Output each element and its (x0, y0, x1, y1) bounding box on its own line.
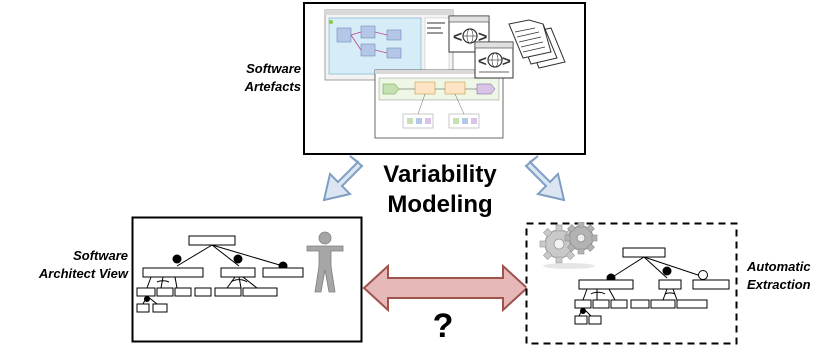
left-down-arrow (322, 155, 364, 202)
software-artefacts-label: Software Artefacts (196, 60, 301, 96)
automatic-extraction-box (525, 222, 738, 345)
automatic-label-line1: Automatic (747, 259, 811, 274)
feature-tree-architect (136, 235, 304, 313)
xml-document-icon-2: < > (474, 41, 514, 79)
architect-label-line2: Architect View (38, 266, 128, 281)
svg-text:<: < (453, 29, 462, 46)
gears-icon (539, 222, 598, 269)
title-line-1: Variability (383, 161, 497, 188)
question-mark: ? (432, 307, 454, 345)
variability-modeling-title: Variability Modeling (360, 160, 520, 220)
svg-text:>: > (478, 29, 487, 46)
software-artefacts-box: < > < > (303, 2, 586, 155)
feature-tree-extracted (574, 247, 730, 325)
person-icon (306, 231, 344, 293)
software-artefacts-label-line1: Software (246, 61, 301, 76)
automatic-label-line2: Extraction (747, 277, 811, 292)
software-architect-view-label: Software Architect View (0, 247, 128, 283)
component-diagram (374, 69, 504, 139)
documents-icon (508, 19, 566, 69)
right-down-arrow (524, 155, 566, 202)
architect-view-box (131, 216, 363, 343)
automatic-extraction-label: Automatic Extraction (747, 258, 827, 294)
title-line-2: Modeling (387, 191, 493, 218)
tool-screenshot (324, 9, 454, 81)
svg-text:<: < (478, 53, 487, 70)
software-artefacts-label-line2: Artefacts (244, 79, 301, 94)
svg-text:>: > (502, 53, 511, 70)
architect-label-line1: Software (73, 248, 128, 263)
